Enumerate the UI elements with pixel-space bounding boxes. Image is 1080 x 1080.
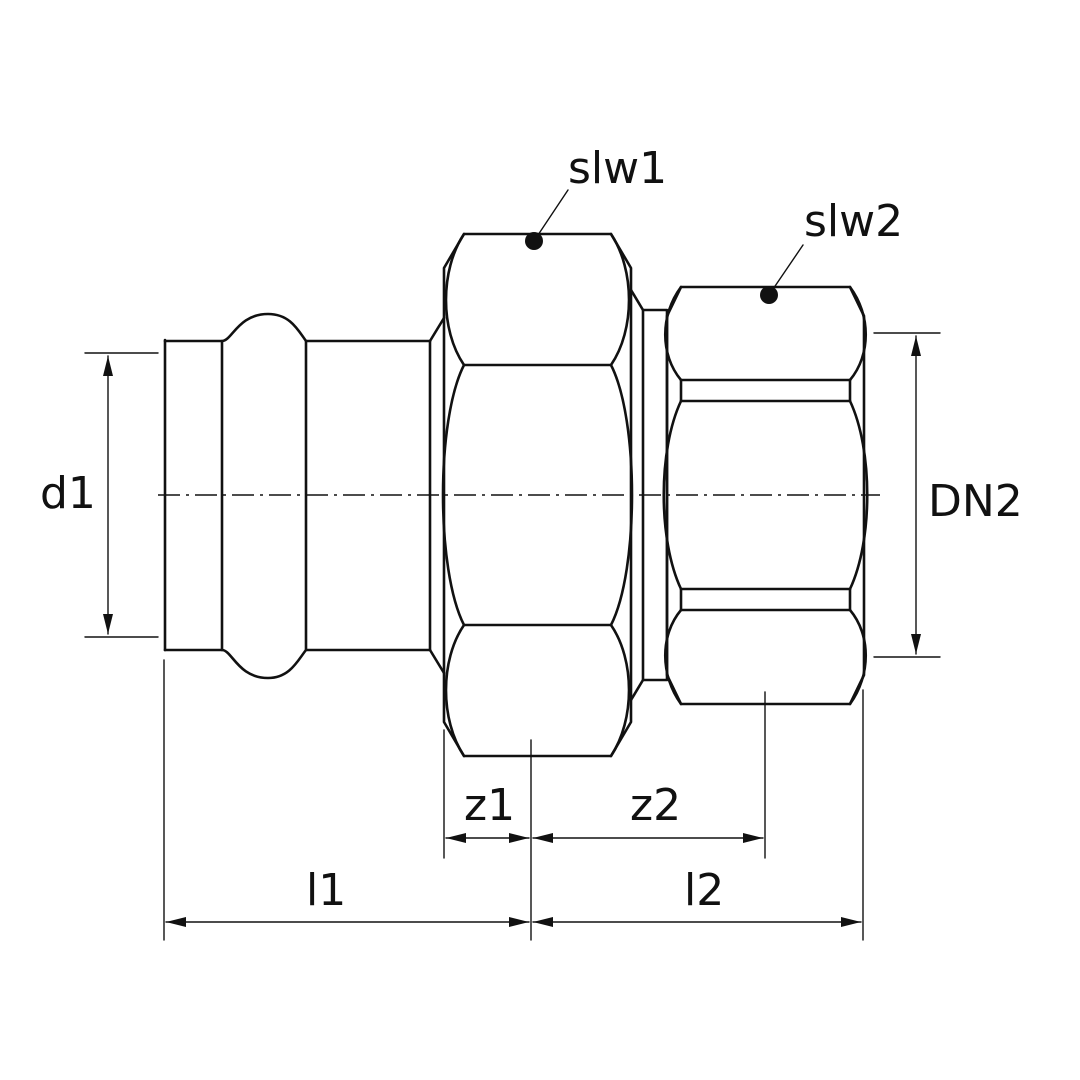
press-end <box>163 312 446 680</box>
slw1-leader <box>525 189 569 250</box>
label-z2: z2 <box>630 780 681 831</box>
label-slw1: slw1 <box>568 143 667 194</box>
label-dn2: DN2 <box>928 476 1023 527</box>
label-d1: d1 <box>40 468 96 519</box>
hex-nut-slw1 <box>441 232 634 758</box>
d1-dimension <box>84 352 159 638</box>
label-z1: z1 <box>464 780 515 831</box>
label-l1: l1 <box>306 865 346 916</box>
label-slw2: slw2 <box>804 196 903 247</box>
slw2-leader <box>760 244 804 304</box>
extension-lines <box>163 659 864 941</box>
hex-nut-slw2 <box>662 285 869 706</box>
dn2-dimension <box>873 332 941 658</box>
label-l2: l2 <box>684 865 724 916</box>
